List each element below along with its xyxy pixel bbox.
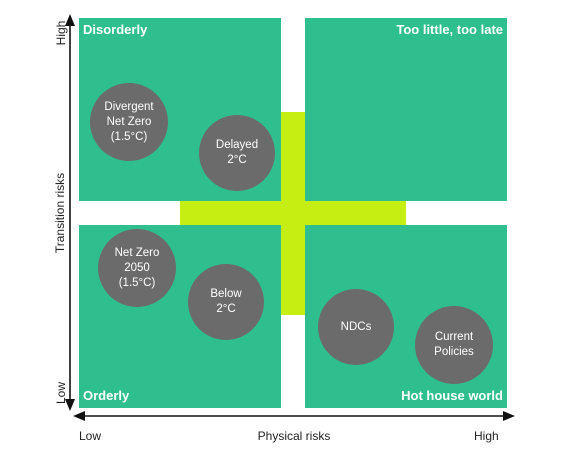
scenario-line: 2°C bbox=[216, 303, 236, 315]
scenario-ndcs: NDCs bbox=[318, 289, 394, 365]
x-axis-arrow-right-icon bbox=[503, 411, 515, 421]
scenario-line: Net Zero bbox=[114, 246, 160, 259]
x-axis-low-label: Low bbox=[79, 429, 102, 443]
scenario-line: Current bbox=[434, 331, 474, 343]
y-axis-arrow-down-icon bbox=[65, 399, 75, 411]
scenario-delayed-2c: Delayed 2°C bbox=[199, 115, 275, 191]
scenario-net-zero-2050: Net Zero 2050 (1.5°C) bbox=[98, 229, 176, 307]
quadrant-too-little-too-late: Too little, too late bbox=[305, 18, 507, 201]
y-axis-high-label: High bbox=[54, 20, 68, 46]
scenario-line: Delayed bbox=[215, 139, 259, 151]
scenario-line: Divergent bbox=[104, 100, 154, 113]
quadrant-label-orderly: Orderly bbox=[83, 388, 130, 403]
scenario-below-2c: Below 2°C bbox=[188, 264, 264, 340]
quadrant-label-disorderly: Disorderly bbox=[83, 22, 148, 37]
scenario-line: Net Zero bbox=[106, 115, 152, 128]
scenario-line: (1.5°C) bbox=[118, 276, 156, 289]
x-axis-title: Physical risks bbox=[257, 429, 331, 443]
x-axis-high-label: High bbox=[474, 429, 499, 443]
scenario-line: NDCs bbox=[340, 320, 372, 333]
y-axis-arrow-up-icon bbox=[65, 14, 75, 26]
quadrant-label-hot-house-world: Hot house world bbox=[401, 388, 503, 403]
scenario-line: 2050 bbox=[124, 261, 150, 274]
y-axis-low-label: Low bbox=[54, 382, 68, 405]
scenario-line: Below bbox=[210, 288, 242, 300]
cross-center bbox=[281, 201, 305, 225]
x-axis-arrow-left-icon bbox=[73, 411, 85, 421]
scenario-line: (1.5°C) bbox=[110, 130, 148, 143]
scenario-current-policies: Current Policies bbox=[415, 306, 493, 384]
y-axis-title: Transition risks bbox=[53, 172, 67, 254]
scenario-divergent-net-zero: Divergent Net Zero (1.5°C) bbox=[90, 83, 168, 161]
quadrant-label-too-little-too-late: Too little, too late bbox=[396, 22, 503, 37]
scenario-line: Policies bbox=[434, 346, 474, 358]
scenario-line: 2°C bbox=[227, 154, 247, 166]
